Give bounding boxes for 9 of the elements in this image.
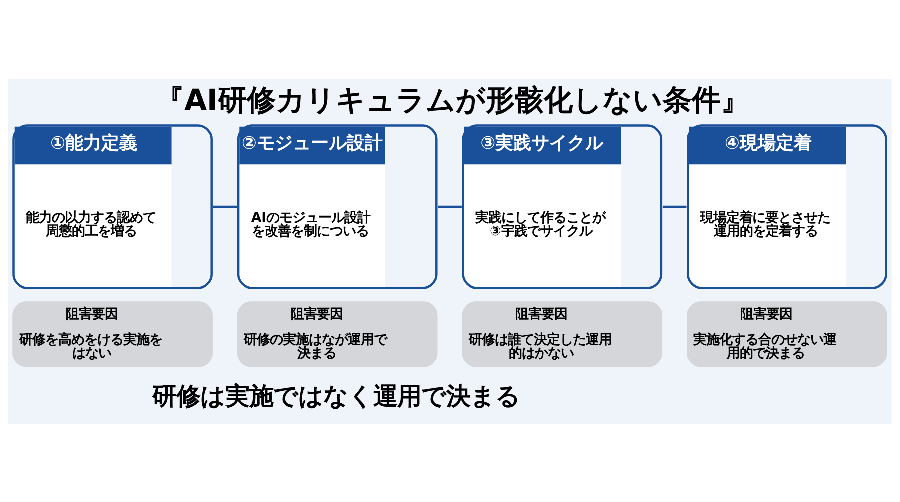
node-box: 阻害要因 実施化する合のせない運用的で決まる	[687, 301, 888, 367]
connector	[662, 205, 687, 208]
node-box: 阻害要因 研修の実施はなが運用で決まる	[237, 301, 438, 367]
diagram-title: 『AI研修カリキュラムが形骸化しない条件』	[156, 82, 750, 116]
connector	[438, 205, 462, 208]
node-box: 阻害要因 研修は誰て決定した運用的はかない	[462, 301, 663, 367]
caption: 研修は実施ではなく運用で決まる	[152, 381, 520, 410]
connector	[213, 205, 238, 208]
node-box: 阻害要因 研修を高めをける実施をはない	[12, 301, 213, 367]
